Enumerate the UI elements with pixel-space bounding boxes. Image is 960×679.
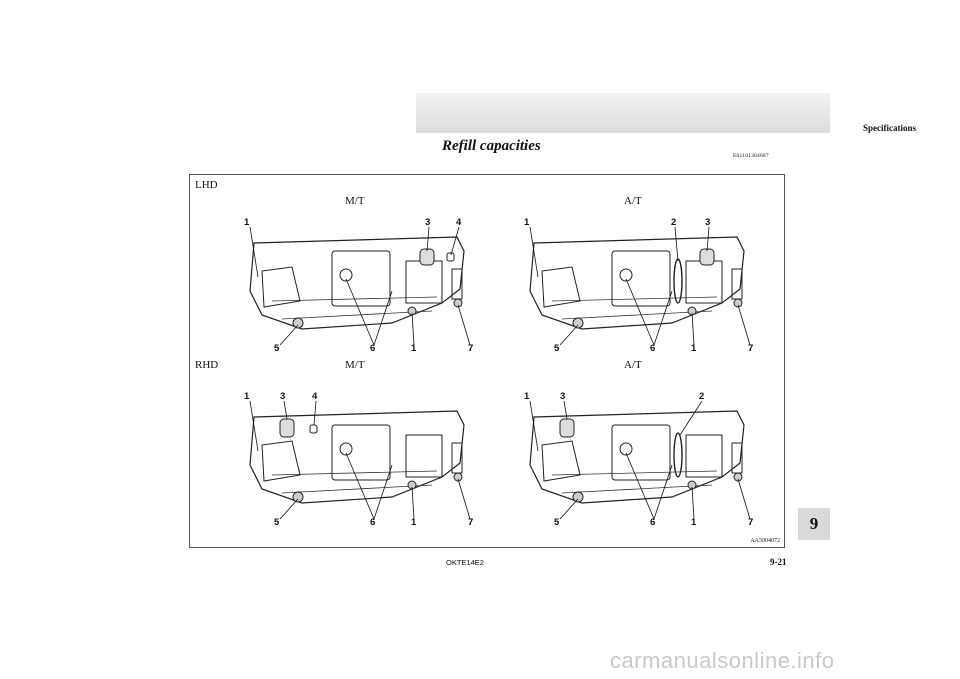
engine-diagram-lhd-at: 1 2 3 5 6 1 7 xyxy=(524,217,753,351)
engine-diagram-rhd-mt: 1 3 4 5 6 1 7 xyxy=(244,391,473,525)
callout-1: 1 xyxy=(411,343,417,351)
running-header: Specifications xyxy=(863,123,916,133)
lhd-mt-label: M/T xyxy=(345,195,365,207)
callout-4: 4 xyxy=(456,217,462,228)
callout-2: 2 xyxy=(699,391,704,402)
callout-7: 7 xyxy=(748,517,753,525)
rhd-at-label: A/T xyxy=(624,359,642,371)
callout-5: 5 xyxy=(554,517,560,525)
engine-diagram-lhd-mt: 1 3 4 5 6 1 7 xyxy=(244,217,473,351)
callout-6: 6 xyxy=(650,343,655,351)
header-band xyxy=(416,93,830,133)
callout-5: 5 xyxy=(554,343,560,351)
chapter-tab: 9 xyxy=(798,508,830,540)
callout-7: 7 xyxy=(468,343,473,351)
watermark: carmanualsonline.info xyxy=(610,648,835,673)
lhd-at-label: A/T xyxy=(624,195,642,207)
callout-6: 6 xyxy=(650,517,655,525)
figure-id: AA5004072 xyxy=(750,538,780,544)
footer-code: OKTE14E2 xyxy=(446,558,484,567)
section-title: Refill capacities xyxy=(442,138,541,154)
callout-1: 1 xyxy=(411,517,417,525)
lhd-label: LHD xyxy=(195,179,218,191)
engine-diagram-rhd-at: 1 3 2 5 6 1 7 xyxy=(524,391,753,525)
callout-7: 7 xyxy=(468,517,473,525)
section-code: E01101304687 xyxy=(733,153,769,159)
callout-6: 6 xyxy=(370,343,375,351)
callout-6: 6 xyxy=(370,517,375,525)
callout-3: 3 xyxy=(560,391,565,402)
callout-5: 5 xyxy=(274,343,280,351)
rhd-mt-label: M/T xyxy=(345,359,365,371)
callout-1: 1 xyxy=(244,391,250,402)
callout-4: 4 xyxy=(312,391,318,402)
callout-5: 5 xyxy=(274,517,280,525)
callout-1: 1 xyxy=(691,517,697,525)
callout-3: 3 xyxy=(280,391,285,402)
callout-3: 3 xyxy=(705,217,710,228)
callout-1: 1 xyxy=(244,217,250,228)
callout-1: 1 xyxy=(524,391,530,402)
callout-1: 1 xyxy=(691,343,697,351)
page-number: 9-21 xyxy=(770,557,787,567)
rhd-label: RHD xyxy=(195,359,219,371)
callout-1: 1 xyxy=(524,217,530,228)
callout-2: 2 xyxy=(671,217,676,228)
callout-3: 3 xyxy=(425,217,430,228)
callout-7: 7 xyxy=(748,343,753,351)
engine-compartment-figure: LHD M/T A/T RHD M/T A/T 1 3 4 5 6 1 7 xyxy=(189,174,785,548)
